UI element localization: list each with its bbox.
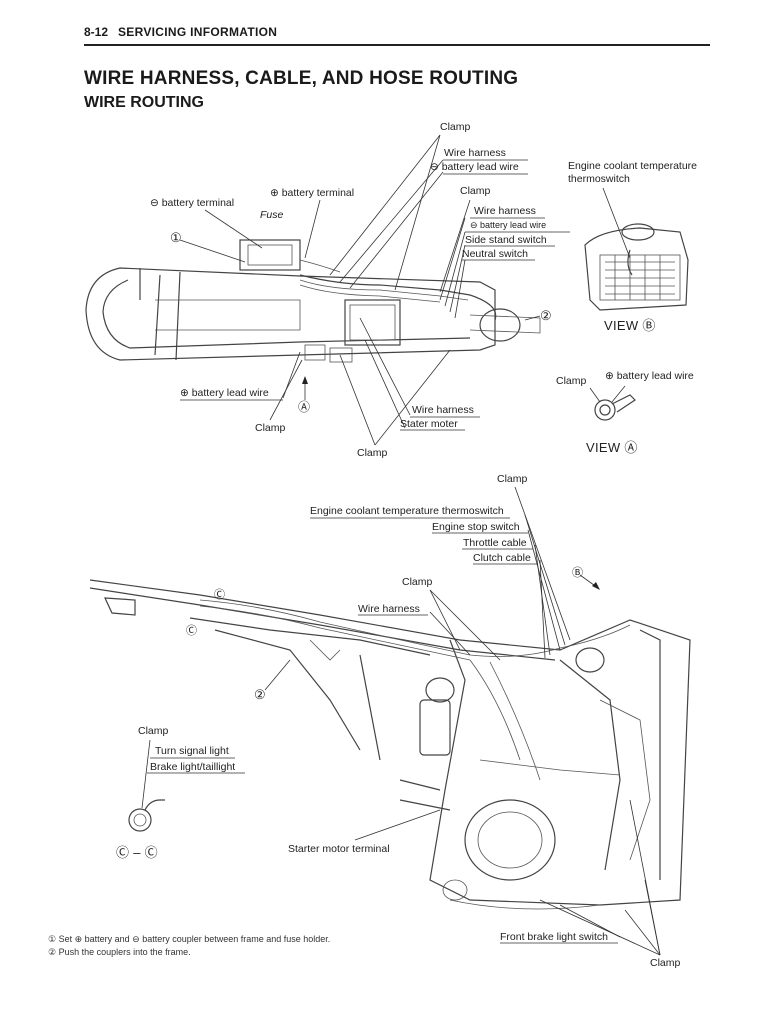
label-clamp-bottom: Clamp bbox=[357, 447, 388, 459]
marker-a: Ⓐ bbox=[298, 400, 311, 414]
view-a-drawing bbox=[589, 385, 636, 421]
label-front-brake-light-switch: Front brake light switch bbox=[500, 931, 608, 943]
label-stater-moter: Stater moter bbox=[400, 418, 458, 430]
frame-top-view bbox=[85, 239, 541, 400]
leader-lines-top bbox=[179, 134, 541, 446]
label-clutch-cable: Clutch cable bbox=[473, 552, 531, 564]
view-b-drawing bbox=[584, 187, 689, 311]
label-clamp-top: Clamp bbox=[440, 121, 471, 133]
marker-c-lower: Ⓒ bbox=[186, 625, 197, 637]
label-clamp-mid: Clamp bbox=[460, 185, 491, 197]
header-rule bbox=[84, 44, 710, 46]
marker-b: Ⓑ bbox=[572, 567, 583, 579]
section-title: SERVICING INFORMATION bbox=[118, 25, 278, 39]
label-neg-battery-lead-1: ⊖ battery lead wire bbox=[430, 161, 519, 173]
label-neg-battery-terminal: ⊖ battery terminal bbox=[150, 197, 235, 209]
label-view-a-pos-battery-lead: ⊕ battery lead wire bbox=[605, 370, 694, 382]
label-side-clamp-bottom: Clamp bbox=[650, 957, 681, 969]
label-side-wire-harness: Wire harness bbox=[358, 603, 420, 615]
label-throttle-cable: Throttle cable bbox=[463, 537, 527, 549]
footnote-2: ② Push the couplers into the frame. bbox=[48, 947, 191, 957]
marker-2-side: ② bbox=[254, 687, 266, 702]
label-side-stand-switch: Side stand switch bbox=[465, 234, 547, 246]
label-turn-signal-light: Turn signal light bbox=[155, 745, 229, 757]
label-pos-battery-lead: ⊕ battery lead wire bbox=[180, 387, 269, 399]
section-cc-title: Ⓒ – Ⓒ bbox=[116, 845, 158, 860]
label-side-clamp-mid: Clamp bbox=[402, 576, 433, 588]
label-side-clamp-left: Clamp bbox=[138, 725, 169, 737]
label-neutral-switch: Neutral switch bbox=[462, 248, 528, 260]
page-number: 8-12 bbox=[84, 25, 109, 39]
view-b-title: VIEW Ⓑ bbox=[604, 318, 656, 333]
label-clamp-bottom-left: Clamp bbox=[255, 422, 286, 434]
page-subtitle: WIRE ROUTING bbox=[84, 94, 204, 111]
label-wire-harness-2: Wire harness bbox=[474, 205, 536, 217]
label-fuse: Fuse bbox=[260, 209, 284, 221]
footnote-1: ① Set ⊕ battery and ⊖ battery coupler be… bbox=[48, 934, 331, 944]
marker-1: ① bbox=[170, 230, 182, 245]
label-pos-battery-terminal: ⊕ battery terminal bbox=[270, 187, 355, 199]
marker-c-upper: Ⓒ bbox=[214, 589, 225, 601]
label-starter-motor-terminal: Starter motor terminal bbox=[288, 843, 390, 855]
section-cc-drawing bbox=[128, 739, 165, 832]
label-view-b-thermoswitch: Engine coolant temperature thermoswitch bbox=[568, 160, 697, 185]
label-wire-harness-1: Wire harness bbox=[444, 147, 506, 159]
label-wire-harness-3: Wire harness bbox=[412, 404, 474, 416]
label-brake-taillight: Brake light/taillight bbox=[150, 761, 236, 773]
label-neg-battery-lead-2: ⊖ battery lead wire bbox=[470, 220, 547, 230]
label-coolant-thermoswitch: Engine coolant temperature thermoswitch bbox=[310, 505, 504, 517]
callout-underlines bbox=[147, 159, 618, 944]
label-view-a-clamp: Clamp bbox=[556, 375, 587, 387]
leader-lines-side bbox=[264, 486, 661, 956]
view-a-title: VIEW Ⓐ bbox=[586, 440, 638, 455]
label-side-clamp-top: Clamp bbox=[497, 473, 528, 485]
label-engine-stop-switch: Engine stop switch bbox=[432, 521, 520, 533]
marker-2-top: ② bbox=[540, 308, 552, 323]
page-title: WIRE HARNESS, CABLE, AND HOSE ROUTING bbox=[84, 68, 519, 89]
